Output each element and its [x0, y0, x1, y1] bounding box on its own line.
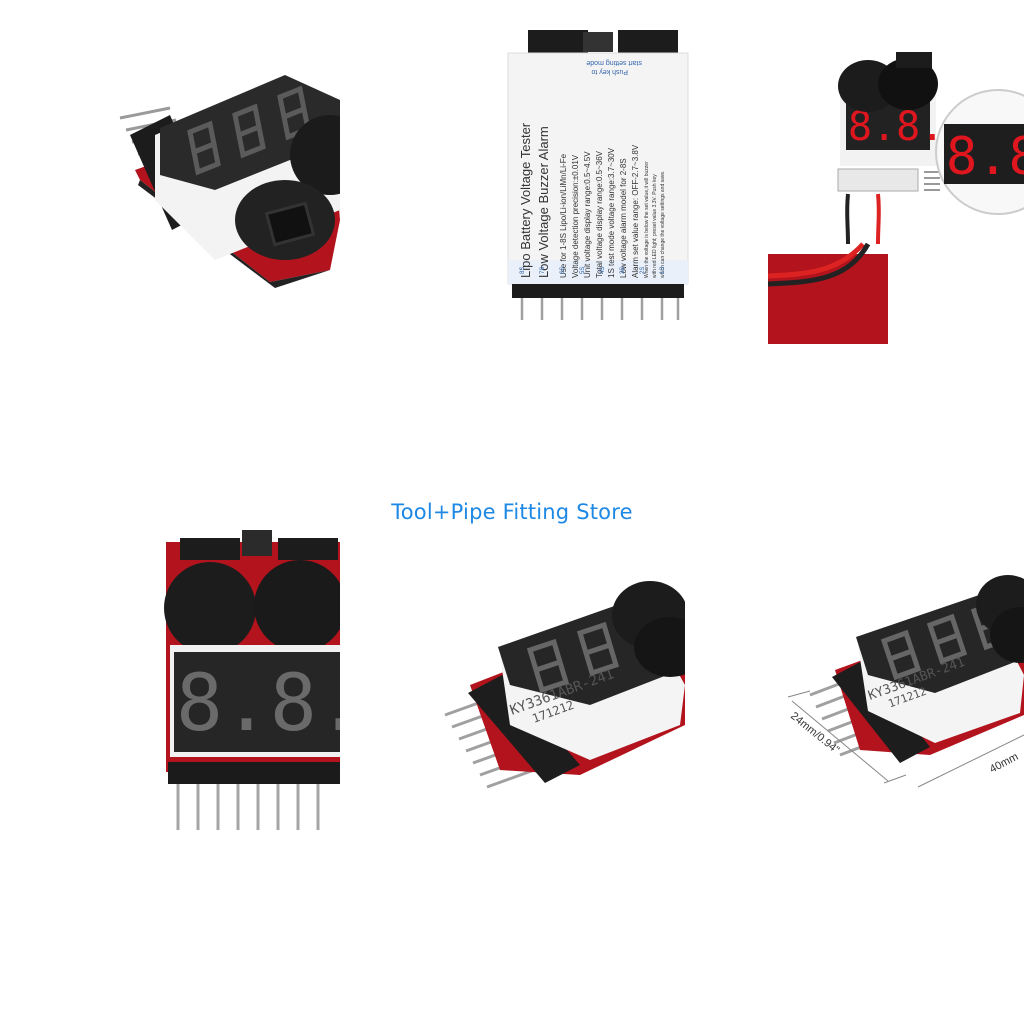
pin-label: 4S	[600, 267, 606, 274]
pin-header	[512, 284, 684, 298]
label-line: 1S test mode voltage range:3.7~30V	[607, 147, 616, 278]
product-image-angled[interactable]	[100, 60, 340, 290]
label-line: Total voltage display range:0.5~36V	[595, 150, 604, 278]
label-title-2: Low Voltage Buzzer Alarm	[536, 126, 551, 278]
buzzer	[254, 560, 340, 652]
push-key-note: start setting mode	[586, 59, 642, 66]
buzzer	[290, 115, 340, 195]
pin-header	[168, 762, 340, 784]
label-line: with red LED light; preset value 3.3V. P…	[652, 174, 658, 278]
width-dimension: 24mm/0.94"	[788, 710, 841, 756]
pin-label: 3S	[620, 267, 626, 274]
segment-digits: 8.8.8	[176, 659, 340, 749]
push-key-note: Push key to	[591, 68, 628, 75]
label-line: When the voltage is below the set value,…	[644, 161, 650, 278]
buzzer	[990, 607, 1024, 663]
led-readout-zoom: 8.8	[946, 127, 1024, 187]
led-display	[174, 652, 340, 752]
header-pins	[176, 784, 320, 830]
buzzer	[634, 617, 685, 677]
product-image-in-use[interactable]: 8.8.8 8.8	[768, 44, 1024, 344]
product-image-model[interactable]: KY3361ABR-241 171212	[440, 575, 685, 790]
header-pins	[520, 298, 680, 320]
label-line: Voltage detection precision:±0.01V	[571, 154, 580, 278]
dimension-lines	[787, 690, 1024, 788]
length-dimension: 40mm	[988, 751, 1021, 776]
pin-label: 2S	[640, 267, 646, 274]
buzzer	[878, 58, 938, 110]
buzzer	[164, 562, 256, 654]
spec-label	[507, 52, 689, 284]
pin-label: 5S	[580, 267, 586, 274]
label-line: which can change the voltage settings an…	[660, 170, 666, 278]
label-line: Alarm set value range: OFF-2.7~3.8V	[631, 144, 640, 278]
label-title-1: Lipo Battery Voltage Tester	[518, 122, 533, 278]
push-button	[242, 530, 272, 556]
label-line: Use for 1-8S Lipo/Li-ion/LiMn/Li-Fe	[559, 153, 568, 278]
pin-label: 8S	[520, 267, 526, 274]
header-pins	[924, 171, 940, 191]
pin-label: 6S	[560, 267, 566, 274]
push-button	[583, 32, 613, 52]
label-line: Low voltage alarm model for 2-8S	[619, 158, 628, 278]
label-line: Unit voltage display range:0.5~4.5V	[583, 151, 592, 278]
product-image-front[interactable]: 8.8.8	[150, 530, 340, 840]
balance-connector	[837, 168, 919, 192]
product-image-label[interactable]: Lipo Battery Voltage Tester Low Voltage …	[498, 28, 698, 328]
pin-label: 7S	[540, 267, 546, 274]
store-name: Tool+Pipe Fitting Store	[391, 500, 633, 524]
pin-label: 1S	[660, 267, 666, 274]
product-image-dimensions[interactable]: KY3361ABR-241 171212 24mm/0.94" 40mm	[780, 575, 1024, 800]
